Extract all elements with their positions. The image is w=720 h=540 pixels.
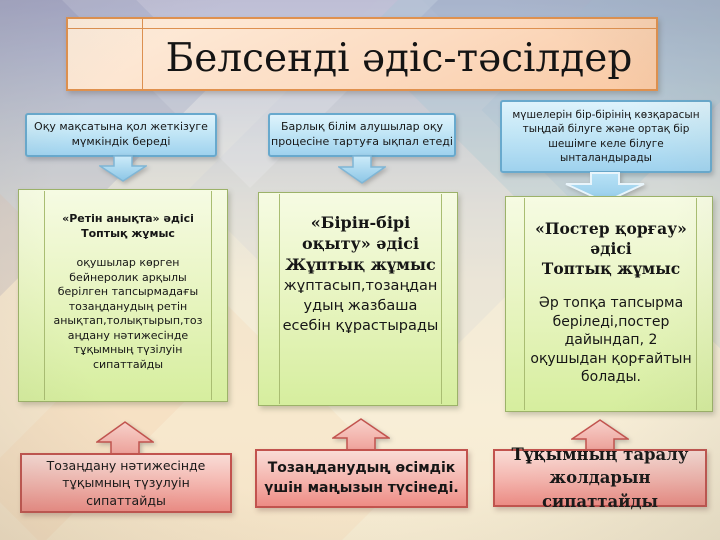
- down-arrow-icon: [338, 155, 386, 184]
- card-divider: [279, 194, 280, 404]
- benefit-note-3-text: мүшелерін бір-бірінің көзқарасын тыңдай …: [512, 109, 700, 164]
- down-arrow-icon: [99, 155, 147, 182]
- outcome-card-2: Тозаңданудың өсімдік үшін маңызын түсіне…: [255, 449, 468, 508]
- benefit-note-1-text: Оқу мақсатына қол жеткізуге мүмкіндік бе…: [34, 120, 208, 148]
- method-1-worktype: Топтық жұмыс: [81, 226, 175, 240]
- up-arrow-icon: [571, 419, 629, 451]
- banner-divider-horizontal: [68, 28, 656, 29]
- card-divider: [441, 194, 442, 404]
- method-3-worktype: Топтық жұмыс: [541, 259, 681, 279]
- up-arrow-icon: [332, 418, 390, 451]
- outcome-card-1: Тозаңдану нәтижесінде тұқымның түзулуін …: [20, 453, 232, 513]
- benefit-note-1: Оқу мақсатына қол жеткізуге мүмкіндік бе…: [25, 113, 217, 157]
- method-2-worktype: Жұптық жұмыс: [285, 254, 436, 274]
- outcome-1-text: Тозаңдану нәтижесінде тұқымның түзулуін …: [46, 457, 206, 508]
- method-2-name: «Бірін-бірі оқыту» әдісі: [301, 213, 420, 253]
- method-3-name: «Постер қорғау» әдісі: [535, 219, 687, 259]
- title-banner: Белсенді әдіс-тәсілдер: [66, 17, 658, 91]
- card-divider: [211, 191, 212, 400]
- method-1-name: «Ретін анықта» әдісі: [62, 212, 194, 225]
- method-1-description: оқушылар көрген бейнеролик арқылы берілг…: [53, 256, 203, 371]
- outcome-card-3: Тұқымның таралу жолдарын сипаттайды: [493, 445, 707, 511]
- card-divider: [44, 191, 45, 400]
- benefit-note-3: мүшелерін бір-бірінің көзқарасын тыңдай …: [500, 100, 712, 173]
- slide-title: Белсенді әдіс-тәсілдер: [165, 36, 633, 81]
- method-2-description: жұптасып,тозаңдан удың жазбаша есебін құ…: [282, 278, 439, 334]
- method-card-2: «Бірін-бірі оқыту» әдісі Жұптық жұмыс жұ…: [258, 192, 458, 406]
- benefit-note-2: Барлық білім алушылар оқу процесіне тарт…: [268, 113, 456, 157]
- card-divider: [696, 198, 697, 410]
- benefit-note-2-text: Барлық білім алушылар оқу процесіне тарт…: [271, 120, 453, 148]
- down-arrow-icon: [565, 172, 645, 203]
- banner-divider-vertical: [142, 19, 143, 89]
- method-card-1: «Ретін анықта» әдісі Топтық жұмыс оқушыл…: [18, 189, 228, 402]
- outcome-2-text: Тозаңданудың өсімдік үшін маңызын түсіне…: [264, 459, 459, 496]
- up-arrow-icon: [96, 421, 154, 455]
- card-divider: [524, 198, 525, 410]
- outcome-3-text: Тұқымның таралу жолдарын сипаттайды: [511, 445, 689, 511]
- method-3-description: Әр топқа тапсырма беріледі,постер дайынд…: [530, 295, 692, 386]
- method-card-3: «Постер қорғау» әдісі Топтық жұмыс Әр то…: [505, 196, 713, 412]
